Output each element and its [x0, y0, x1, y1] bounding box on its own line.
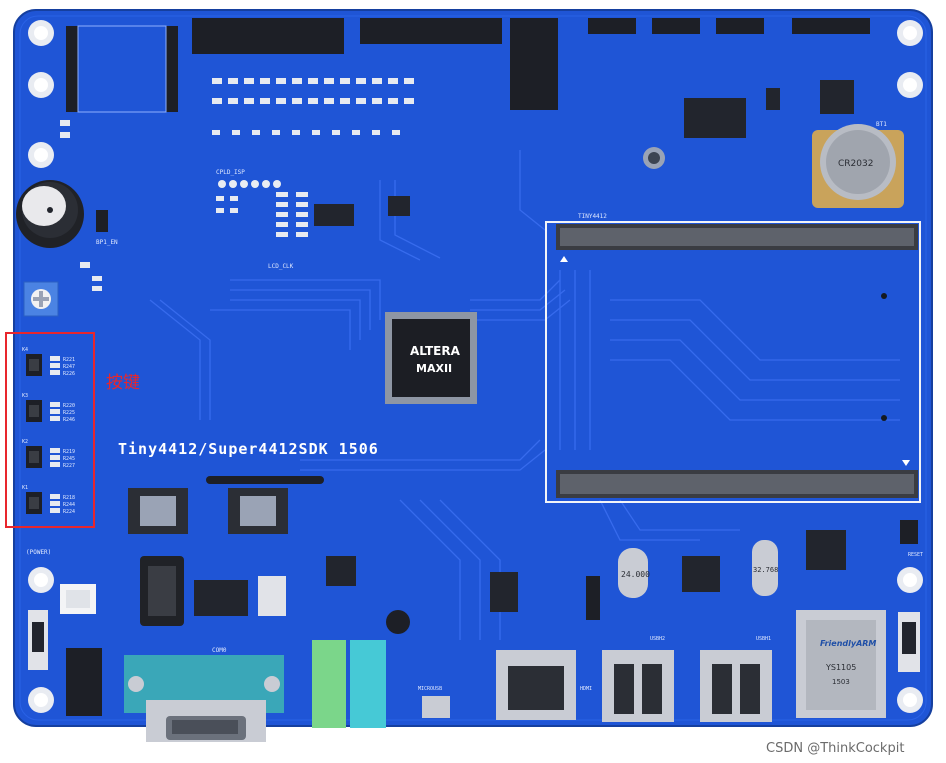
key-resistor-label: R221: [63, 357, 75, 363]
power-label: (POWER): [26, 549, 51, 556]
key-label: K4: [22, 347, 28, 353]
pcb-traces: [149, 150, 900, 640]
cpld-chip: ALTERA MAXII: [385, 312, 477, 404]
key-label: K1: [22, 485, 28, 491]
power-connector: [60, 584, 96, 614]
cpld-family-text: MAXII: [416, 362, 452, 375]
key-resistor-label: R219: [63, 449, 75, 455]
gps-header: [586, 576, 600, 620]
mounting-holes: [28, 20, 923, 713]
crystal-rtc: 32.768: [752, 540, 778, 596]
usb2-label: USBH2: [650, 636, 665, 642]
key-resistor-label: R245: [63, 456, 75, 462]
dc-jack: [66, 648, 102, 716]
key-cap: [29, 497, 39, 509]
key-label: K2: [22, 439, 28, 445]
buzzer-jumper: BP1_EN: [96, 210, 118, 246]
key-resistor: [50, 370, 60, 375]
key-resistor: [50, 462, 60, 467]
key-resistor: [50, 402, 60, 407]
key-label: K3: [22, 393, 28, 399]
key-cap: [29, 359, 39, 371]
key-resistor-label: R218: [63, 495, 75, 501]
top-pin-headers: [192, 18, 870, 110]
micro-usb-label: MICROUSB: [418, 686, 442, 692]
ethernet-jack: FriendlyARM YS1105 1503: [796, 610, 886, 718]
right-switch: [898, 612, 920, 672]
eth-brand-text: FriendlyARM: [820, 639, 876, 648]
hdmi-connector: HDMI: [496, 650, 592, 720]
small-connector: [258, 576, 286, 616]
silk-bar: [206, 476, 324, 484]
key-group: K4R221R247R226K3R220R225R246K2R219R245R2…: [22, 347, 75, 515]
reset-label: RESET: [908, 552, 923, 558]
lcd-clk-label: LCD_CLK: [268, 263, 294, 270]
key-resistor: [50, 448, 60, 453]
com-connector: COM0: [124, 647, 284, 742]
power-inductor: [140, 556, 184, 626]
watermark: CSDN @ThinkCockpit: [766, 741, 904, 756]
battery-label: CR2032: [838, 159, 873, 169]
usb-host-1: USBH1: [700, 636, 772, 722]
key-resistor-label: R225: [63, 410, 75, 416]
hdmi-label: HDMI: [580, 686, 592, 692]
key-resistor: [50, 356, 60, 361]
buzzer: [16, 180, 84, 248]
cpld-isp-connector: CPLD_ISP: [216, 169, 281, 188]
micro-usb: MICROUSB: [418, 686, 450, 718]
key-resistor-label: R247: [63, 364, 75, 370]
small-ics: [194, 80, 854, 616]
key-resistor-label: R226: [63, 371, 75, 377]
annotation-box: [5, 332, 95, 528]
key-resistor: [50, 409, 60, 414]
rtc-battery: CR2032 BT1: [812, 121, 904, 208]
lcd-header-connector: [66, 25, 178, 113]
usb-host-2: USBH2: [602, 636, 674, 722]
crystal-24mhz: 24.000: [618, 548, 650, 598]
audio-jacks: [312, 610, 410, 728]
key-resistor: [50, 416, 60, 421]
eth-date-text: 1503: [832, 678, 850, 686]
key-resistor-label: R246: [63, 417, 75, 423]
key-cap: [29, 451, 39, 463]
com-label: COM0: [212, 647, 227, 654]
key-resistor: [50, 363, 60, 368]
core-board-slot: TINY4412: [545, 213, 921, 503]
smd-component-field: [60, 78, 414, 291]
cpld-brand-text: ALTERA: [410, 344, 461, 358]
potentiometer: [23, 281, 59, 317]
power-switch: [28, 610, 48, 670]
key-resistor-label: R227: [63, 463, 75, 469]
annotation-label: 按键: [106, 373, 140, 393]
cpld-isp-label: CPLD_ISP: [216, 169, 245, 176]
reset-button: RESET: [900, 520, 923, 558]
key-resistor-label: R220: [63, 403, 75, 409]
key-resistor-label: R244: [63, 502, 75, 508]
key-resistor: [50, 494, 60, 499]
key-resistor-label: R224: [63, 509, 75, 515]
key-resistor: [50, 501, 60, 506]
buzzer-jumper-label: BP1_EN: [96, 239, 118, 246]
voltage-regulators: [128, 488, 288, 534]
board-title: Tiny4412/Super4412SDK 1506: [118, 440, 379, 458]
rtc-crystal-label: 32.768: [753, 566, 778, 574]
eth-model-text: YS1105: [825, 663, 856, 672]
key-resistor: [50, 455, 60, 460]
core-slot-label: TINY4412: [578, 213, 607, 220]
key-cap: [29, 405, 39, 417]
key-resistor: [50, 508, 60, 513]
battery-slot-label: BT1: [876, 121, 887, 128]
usb1-label: USBH1: [756, 636, 771, 642]
oscillator-label: 24.000: [621, 570, 650, 579]
